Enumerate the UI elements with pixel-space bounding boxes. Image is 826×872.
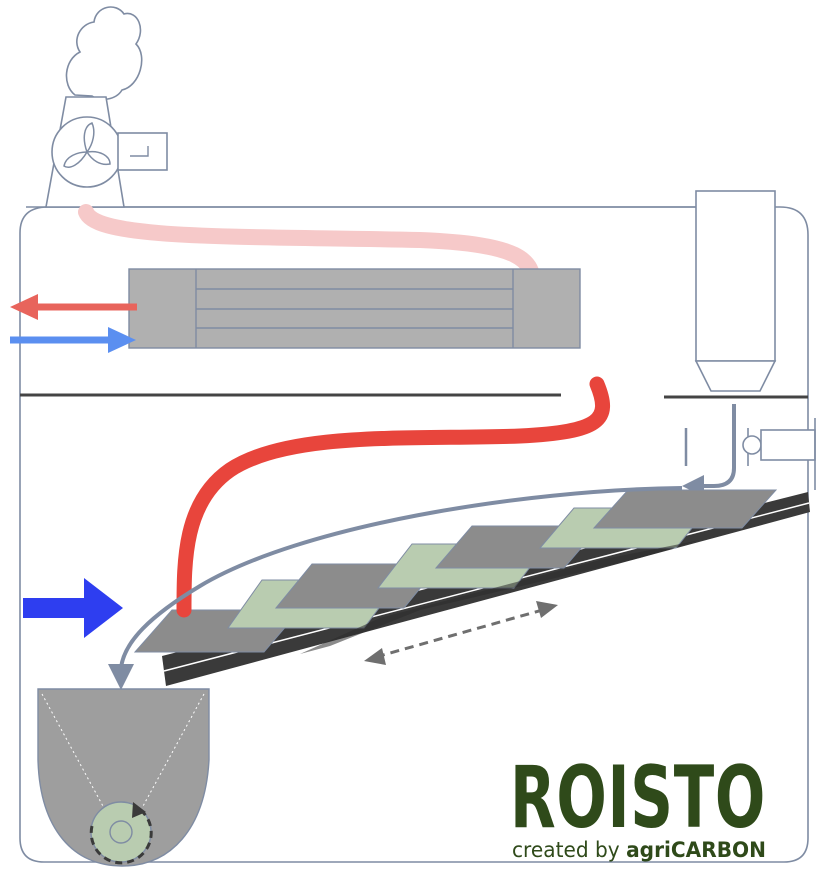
logo-subtitle: created by agriCARBON — [512, 838, 766, 862]
exhaust-duct-flow — [78, 204, 542, 294]
cold-water-inlet-arrow — [10, 327, 136, 353]
logo-title: ROISTO — [510, 748, 766, 848]
fan-icon — [51, 116, 123, 188]
logo-subtitle-agri: agri — [626, 838, 671, 862]
tray-segment — [592, 489, 778, 529]
machine-housing — [19, 206, 809, 863]
motor-icon — [117, 132, 168, 171]
tray-shadow — [300, 540, 700, 654]
heat-exchanger — [128, 268, 581, 349]
oscillation-arrow — [364, 601, 558, 665]
feed-drop-arrow — [682, 404, 736, 497]
hot-water-outlet-arrow — [10, 294, 137, 320]
product-return-arrow — [108, 486, 683, 690]
drying-trays — [133, 489, 778, 654]
feed-hopper-icon — [694, 190, 777, 392]
brand-logo: ROISTO created by agriCARBON — [510, 748, 766, 862]
logo-subtitle-prefix: created by — [512, 838, 626, 862]
hot-air-duct — [176, 376, 611, 618]
feed-auger — [684, 418, 816, 490]
rotating-auger-icon — [89, 801, 153, 865]
collection-hopper — [37, 688, 210, 867]
fresh-air-inlet-arrow — [23, 578, 123, 638]
logo-subtitle-carbon: CARBON — [671, 838, 766, 862]
